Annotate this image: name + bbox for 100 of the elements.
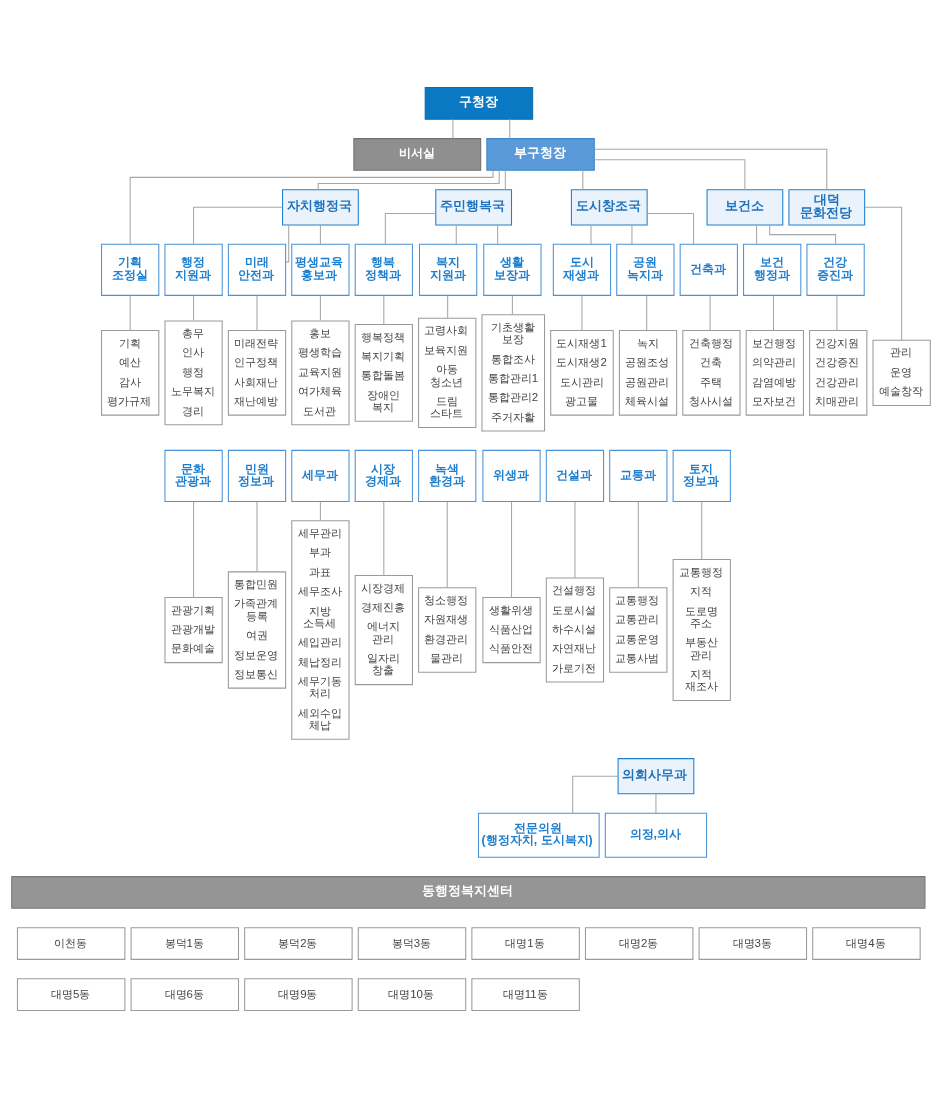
node-box: 통합민원 가족관계 등록 여권 정보운영 정보통신	[227, 570, 287, 689]
connector	[773, 294, 775, 331]
node-box: 이천동	[16, 926, 126, 960]
node-box: 교통행정 지적 도로명 주소 부동산 관리 지적 재조사	[672, 558, 731, 701]
node-box: 대명2동	[584, 926, 694, 960]
connector	[594, 158, 746, 190]
node-box: 기획 예산 감사 평가규제	[101, 329, 160, 416]
node-box: 자치행정국	[282, 188, 359, 225]
node-box: 홍보 평생학습 교육지원 여가체육 도서관	[291, 319, 350, 425]
connector	[590, 224, 592, 245]
connector	[646, 294, 648, 331]
node-box: 건설행정 도로시설 하수시설 자연재난 가로기전	[545, 577, 605, 682]
node-box: 기초생활 보장 통합조사 통합관리1 통합관리2 주거자활	[481, 313, 546, 431]
node-box: 행복 정책과	[354, 243, 413, 296]
connector	[383, 294, 385, 325]
node-box: 복지 지원과	[418, 243, 478, 296]
connector	[129, 294, 131, 331]
node-box: 녹지 공원조성 공원관리 체육시설	[618, 329, 678, 416]
connector	[193, 500, 195, 598]
node-box: 봉덕3동	[357, 926, 467, 960]
node-box: 시장 경제과	[354, 449, 413, 502]
connector	[319, 500, 321, 521]
node-box: 교통행정 교통관리 교통운영 교통사범	[609, 586, 668, 673]
node-box: 행정 지원과	[164, 243, 223, 296]
connector	[317, 169, 500, 190]
node-box: 생활 보장과	[483, 243, 542, 296]
node-box: 부구청장	[486, 137, 595, 171]
connector	[836, 294, 838, 331]
node-box: 공원 녹지과	[616, 243, 675, 296]
node-box: 대명6동	[130, 977, 240, 1011]
node-box: 기획 조정실	[101, 243, 160, 296]
node-box: 보건 행정과	[743, 243, 802, 296]
connector	[193, 206, 283, 245]
connector	[581, 294, 583, 331]
node-box: 건강 증진과	[806, 243, 865, 296]
node-box: 대명4동	[812, 926, 921, 960]
connector	[701, 500, 703, 560]
connector	[655, 792, 657, 813]
node-box: 교통과	[609, 449, 668, 502]
node-box: 대명11동	[471, 977, 580, 1011]
node-box: 대덕 문화전당	[788, 188, 866, 225]
node-box: 봉덕1동	[130, 926, 240, 960]
connector	[256, 500, 258, 572]
connector	[511, 294, 513, 315]
connector	[572, 775, 619, 813]
connector	[384, 212, 437, 245]
node-box: 주민행복국	[435, 188, 513, 225]
node-box: 행복정책 복지기획 통합돌봄 장애인 복지	[354, 323, 413, 422]
connector	[383, 500, 385, 576]
node-box: 구청장	[424, 86, 534, 120]
node-box: 세무관리 부과 과표 세무조사 지방 소득세 세입관리 체납정리 세무기동 처리 세외수입 체납	[291, 519, 350, 740]
node-box: 고령사회 보육지원 아동 청소년 드림 스타트	[418, 317, 477, 428]
node-box: 보건소	[706, 188, 784, 225]
connector	[256, 294, 258, 331]
node-box: 세무과	[291, 449, 350, 502]
connector	[319, 294, 321, 321]
node-box: 건축행정 건축 주택 청사시설	[682, 329, 741, 416]
connector	[497, 224, 499, 245]
connector	[864, 206, 903, 341]
node-box: 건강지원 건강증진 건강관리 치매관리	[809, 329, 868, 416]
node-box: 대명9동	[244, 977, 353, 1011]
node-box: 토지 정보과	[672, 449, 731, 502]
connector	[455, 224, 457, 245]
node-box: 평생교육 홍보과	[291, 243, 350, 296]
node-box: 민원 정보과	[227, 449, 287, 502]
node-box: 도시재생1 도시재생2 도시관리 광고물	[550, 329, 614, 416]
connector	[709, 294, 711, 331]
node-box: 녹색 환경과	[418, 449, 477, 502]
node-box: 대명10동	[357, 977, 467, 1011]
node-box: 미래 안전과	[227, 243, 287, 296]
node-box: 건축과	[679, 243, 738, 296]
node-box: 도시창조국	[570, 188, 648, 225]
node-box: 도시 재생과	[552, 243, 612, 296]
node-box: 전문의원 (행정자치, 도시복지)	[477, 812, 600, 858]
connector	[285, 224, 290, 262]
connector	[574, 500, 576, 578]
node-box: 건설과	[545, 449, 605, 502]
node-box: 의회사무과	[617, 757, 695, 794]
node-box: 생활위생 식품산업 식품안전	[482, 596, 541, 663]
connector	[511, 500, 513, 598]
connector	[452, 118, 454, 139]
connector	[631, 224, 633, 245]
node-box: 대명1동	[471, 926, 580, 960]
node-box: 총무 인사 행정 노무복지 경리	[164, 319, 223, 425]
node-box: 보건행정 의약관리 감염예방 모자보건	[745, 329, 804, 416]
connector	[769, 224, 837, 245]
node-box: 문화 관광과	[164, 449, 223, 502]
connector	[509, 118, 511, 139]
connector	[319, 224, 321, 245]
node-box: 청소행정 자원재생 환경관리 물관리	[418, 586, 477, 673]
connector	[129, 169, 494, 245]
node-box: 대명3동	[698, 926, 808, 960]
node-box: 동행정복지센터	[11, 875, 926, 909]
node-box: 관리 운영 예술창작	[872, 339, 931, 406]
node-box: 미래전략 인구정책 사회재난 재난예방	[227, 329, 287, 416]
connector	[582, 169, 584, 190]
node-box: 봉덕2동	[244, 926, 353, 960]
connector	[447, 294, 449, 319]
connector	[446, 500, 448, 588]
node-box: 시장경제 경제진흥 에너지 관리 일자리 창출	[354, 574, 413, 685]
